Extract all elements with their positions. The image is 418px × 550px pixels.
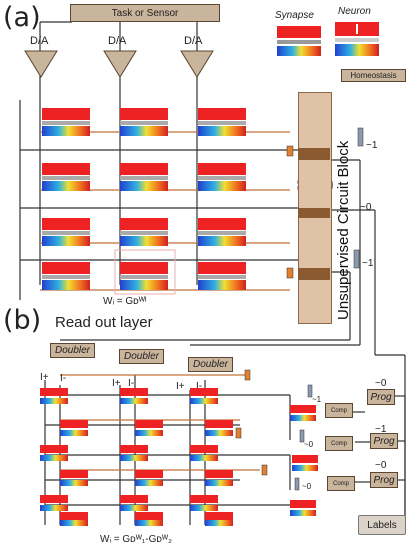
legend-neuron-label: Neuron [338,6,371,17]
da-label-2: D/A [108,35,127,47]
iplus-2: I+ [112,378,121,389]
iplus-3: I+ [176,381,185,392]
da-triangle-2 [103,50,137,78]
panel-label-a: (a) [3,2,41,33]
iminus-3: I- [196,381,203,392]
doubler-3: Doubler [188,357,233,372]
ucb-band-3 [298,268,330,280]
panel-label-b: (b) [3,305,42,336]
ucb-band-2 [298,208,330,218]
legend-synapse-label: Synapse [275,10,314,21]
doubler-1: Doubler [50,343,95,358]
da-triangle-3 [180,50,214,78]
tilde-label-2: ~1 [362,258,374,269]
weight-formula-top: Wᵢ = Gᴅᵂᴵ [103,296,147,307]
legend-synapse-icon [277,26,321,56]
comp-tilde-1: ~1 [312,395,322,404]
tilde-label-0: ~0 [360,202,372,213]
output-tilde-2: ~1 [375,424,387,435]
prog-3: Prog [370,472,398,488]
doubler-2: Doubler [119,349,164,364]
iplus-1: I+ [40,372,49,383]
readout-title: Read out layer [55,314,153,331]
weight-formula-bottom: Wᵢ = Gᴅᵂ₁-Gᴅᵂ₂ [100,534,173,545]
da-label-1: D/A [30,35,49,47]
comp-tilde-2: ~0 [304,440,314,449]
da-triangle-1 [24,50,58,78]
iminus-1: I- [60,373,67,384]
da-label-3: D/A [184,35,203,47]
comp-3: Comp [327,476,355,491]
task-or-sensor-box: Task or Sensor [70,4,220,22]
output-tilde-3: ~0 [375,460,387,471]
comp-2: Comp [325,436,353,451]
comp-tilde-3: ~0 [302,482,312,491]
iminus-2: I- [128,378,135,389]
output-tilde-1: ~0 [375,378,387,389]
labels-box: Labels [358,515,406,535]
prog-2: Prog [370,433,398,449]
tilde-label-1: ~1 [366,140,378,151]
prog-1: Prog [367,389,395,405]
homeostasis-box: Homeostasis [341,69,406,82]
ucb-band-1 [298,148,330,160]
legend-neuron-icon [335,22,379,56]
comp-1: Comp [325,403,353,418]
